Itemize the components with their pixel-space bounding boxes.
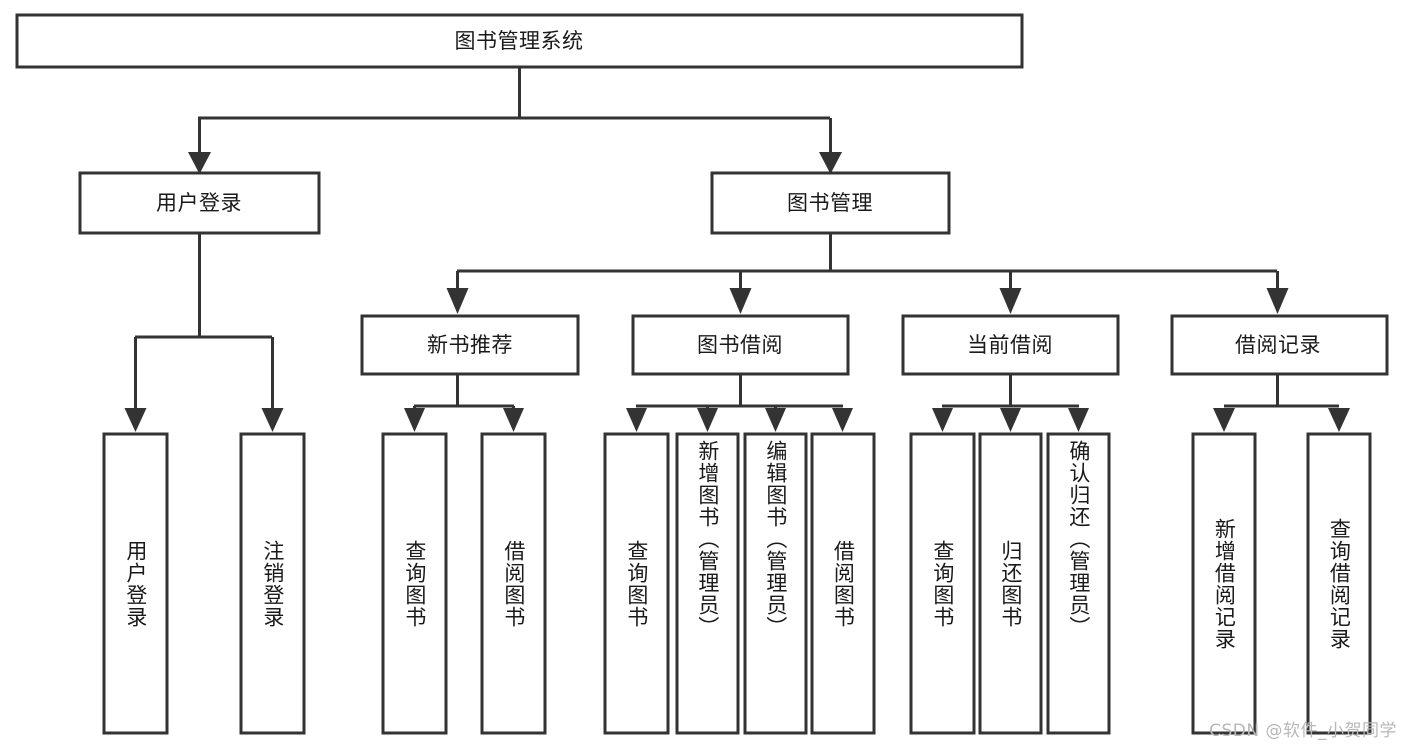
leaf-box-add-book: [675, 432, 740, 735]
leaf-box-borrow-book-2: [810, 432, 876, 735]
arrowhead-root-to-book-manage: [819, 152, 842, 174]
arrowhead-nbr-leaf-1: [404, 408, 425, 432]
arrowhead-bb-leaf-4: [832, 408, 853, 432]
node-root-label: 图书管理系统: [455, 29, 584, 53]
leaf-box-borrow-book-1: [480, 432, 547, 735]
arrowhead-bm-to-new-book-rec: [446, 288, 469, 314]
arrowhead-root-to-user-login: [188, 152, 211, 174]
arrowhead-cb-leaf-2: [1000, 408, 1021, 432]
node-book-borrow-box: [631, 314, 850, 376]
arrowhead-bm-to-book-borrow: [729, 288, 752, 314]
leaf-box-query-book-3: [909, 432, 976, 735]
leaf-box-query-record: [1306, 432, 1372, 735]
node-borrow-record-label: 借阅记录: [1235, 333, 1321, 357]
node-current-borrow-box: [901, 314, 1120, 376]
arrowhead-br-leaf-2: [1328, 408, 1350, 432]
leaf-box-query-book-1: [381, 432, 448, 735]
arrowhead-bb-leaf-3: [765, 408, 786, 432]
node-new-book-rec-label: 新书推荐: [427, 333, 513, 357]
arrowhead-user-login-leaf-1: [124, 408, 147, 432]
node-book-manage-box: [710, 171, 951, 235]
leaf-box-logout-login: [239, 432, 306, 735]
csdn-watermark: CSDN @软件_小贺同学: [1209, 721, 1397, 741]
node-current-borrow-label: 当前借阅: [967, 333, 1053, 357]
node-book-manage-label: 图书管理: [787, 191, 873, 215]
arrowhead-bm-to-current-borrow: [999, 288, 1022, 314]
arrowhead-cb-leaf-3: [1068, 408, 1089, 432]
arrowhead-bb-leaf-2: [697, 408, 718, 432]
node-book-borrow-label: 图书借阅: [697, 333, 783, 357]
arrowhead-bb-leaf-1: [626, 408, 647, 432]
arrowhead-cb-leaf-1: [932, 408, 953, 432]
leaf-box-query-book-2: [603, 432, 670, 735]
node-borrow-record-box: [1170, 314, 1389, 376]
arrowhead-user-login-leaf-2: [261, 408, 284, 432]
arrowhead-br-leaf-1: [1213, 408, 1235, 432]
arrowhead-bm-to-borrow-record: [1266, 288, 1289, 314]
node-root-box: [15, 13, 1024, 69]
leaf-box-return-book: [978, 432, 1043, 735]
leaf-box-user-login: [102, 432, 169, 735]
arrowhead-nbr-leaf-2: [503, 408, 524, 432]
node-new-book-rec-box: [360, 314, 580, 376]
node-user-login-label: 用户登录: [156, 191, 242, 215]
leaf-box-edit-book: [743, 432, 808, 735]
leaf-box-add-record: [1191, 432, 1257, 735]
leaf-box-confirm-return: [1046, 432, 1111, 735]
